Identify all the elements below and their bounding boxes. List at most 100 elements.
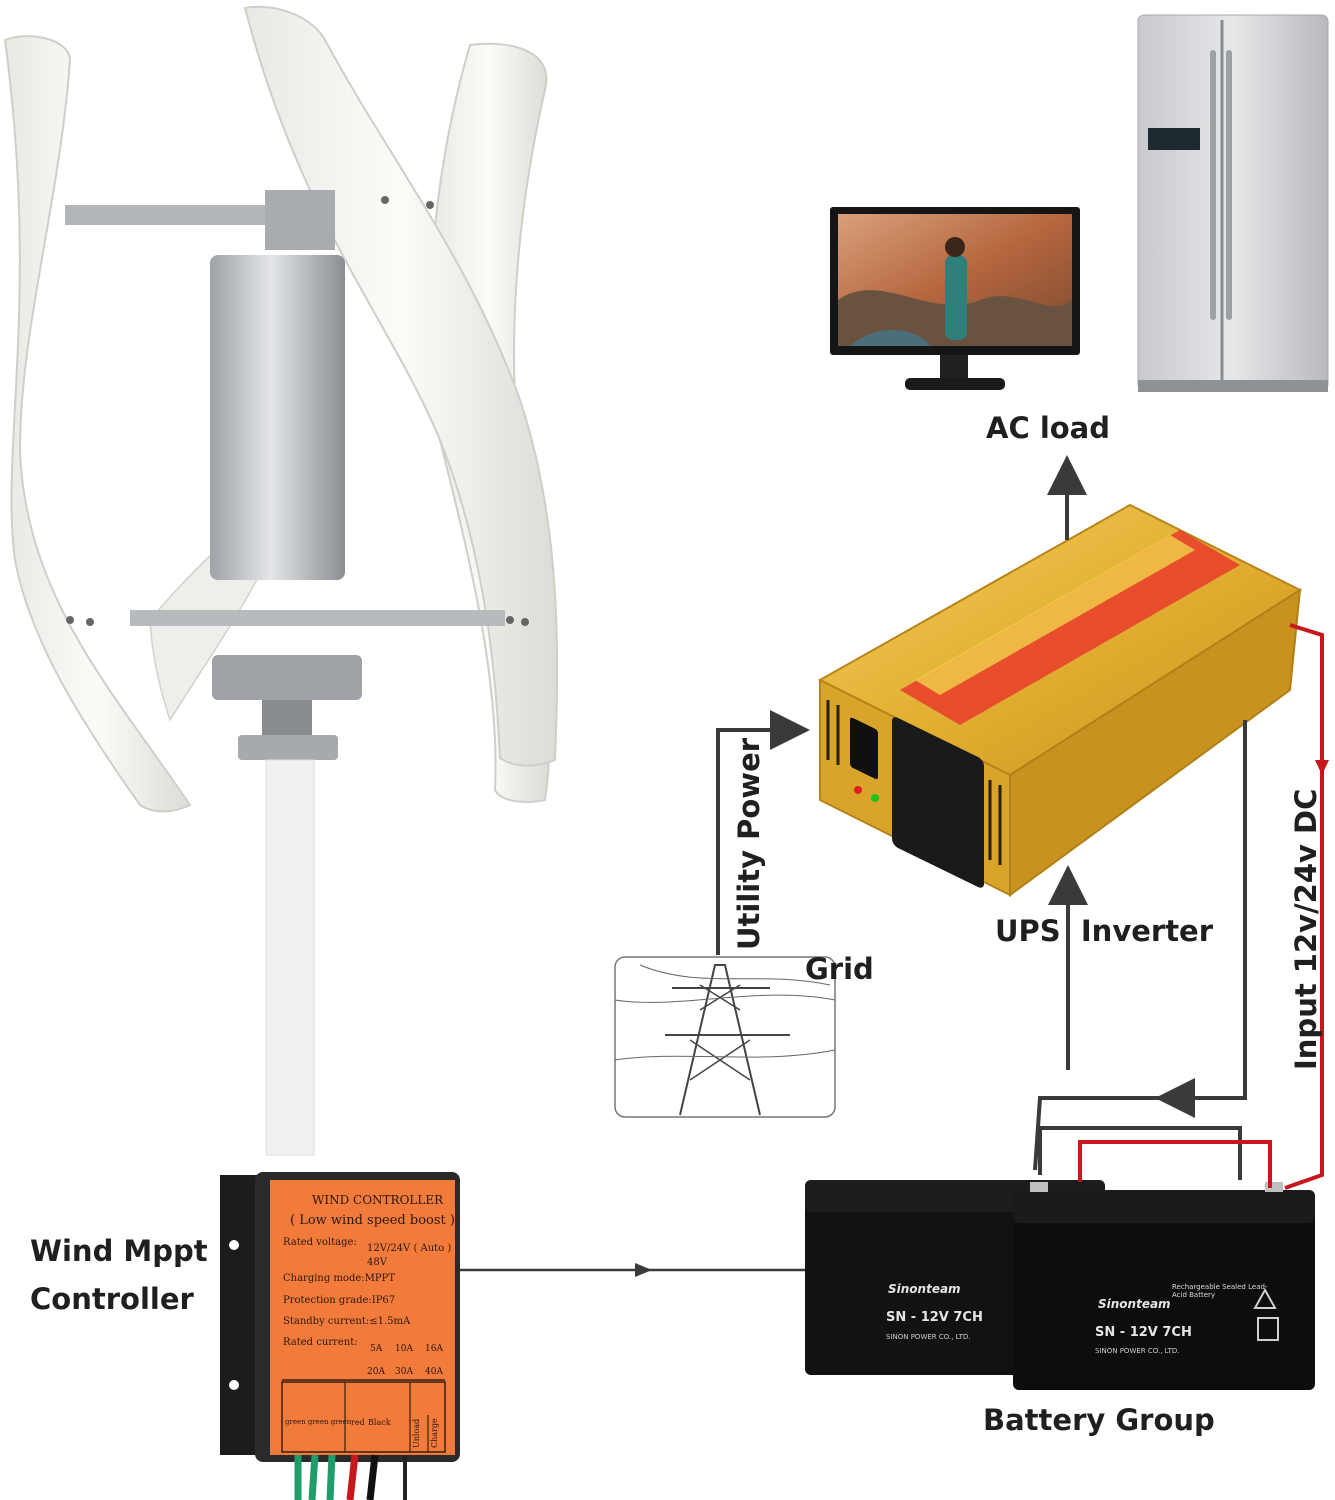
mount-hole-icon xyxy=(229,1380,239,1390)
controller-terminal-unload: Unload xyxy=(412,1418,421,1448)
tv-screen-person-head xyxy=(945,237,965,257)
inverter-vents xyxy=(826,700,1002,865)
battery-back-maker: SINON POWER CO., LTD. xyxy=(886,1333,971,1341)
controller-terminal-charge: Charge xyxy=(430,1418,439,1448)
controller-standby-current: Standby current:≤1.5mA xyxy=(283,1316,411,1327)
battery-series-dark-wire xyxy=(1038,1126,1242,1180)
tv-stand-base xyxy=(905,378,1005,390)
bolt-icon xyxy=(426,201,434,209)
controller-current-20a: 20A xyxy=(367,1367,385,1377)
ups-inverter-label: UPS Inverter xyxy=(995,914,1214,948)
inverter-to-battery-wire xyxy=(1033,720,1247,1171)
turbine-lower-flange xyxy=(238,735,338,760)
controller-terminal-box xyxy=(281,1381,446,1453)
pylon-tower xyxy=(679,964,761,1116)
controller-terminal-green: green green green xyxy=(285,1418,352,1426)
pylon-cross-braces xyxy=(689,984,751,1081)
controller-rated-voltage: Rated voltage: xyxy=(283,1237,357,1248)
controller-current-40a: 40A xyxy=(425,1367,443,1377)
controller-to-battery-arrow xyxy=(635,1263,652,1277)
turbine-flange xyxy=(212,655,362,700)
turbine-top-hub xyxy=(265,190,335,250)
grid-box xyxy=(614,956,836,1118)
tv-stand-neck xyxy=(940,355,968,380)
grid-label: Grid xyxy=(805,952,874,986)
utility-power-label: Utility Power xyxy=(732,737,766,950)
bolt-icon xyxy=(506,616,514,624)
controller-wire-black xyxy=(366,1454,379,1500)
wind-controller-label-line2: Controller xyxy=(30,1282,194,1316)
battery-terminal-neg xyxy=(1030,1182,1048,1192)
controller-subtitle: ( Low wind speed boost ) xyxy=(290,1213,455,1228)
turbine-pole xyxy=(265,759,315,1156)
fridge-display xyxy=(1148,128,1200,150)
dc-input-red-wire xyxy=(1284,623,1324,1190)
battery-front-lid xyxy=(1013,1190,1315,1223)
bolt-icon xyxy=(86,618,94,626)
inverter-side-face xyxy=(1009,588,1302,897)
controller-wire-green-2 xyxy=(308,1454,319,1500)
fridge-base xyxy=(1138,380,1328,392)
recycle-icon xyxy=(1253,1287,1277,1309)
controller-voltage-option-2: 48V xyxy=(367,1257,387,1268)
inverter-ac-socket xyxy=(892,717,984,888)
inverter-top-label xyxy=(900,530,1240,725)
bolt-icon xyxy=(521,618,529,626)
controller-protection-grade: Protection grade:IP67 xyxy=(283,1295,396,1306)
utility-power-wire xyxy=(716,710,810,955)
controller-title: WIND CONTROLLER xyxy=(312,1193,444,1207)
dc-input-red-arrow xyxy=(1315,760,1329,775)
power-lines xyxy=(614,964,836,1061)
ups-inverter-device xyxy=(817,503,1303,897)
battery-back-brand: Sinonteam xyxy=(888,1282,961,1296)
bolt-icon xyxy=(381,196,389,204)
controller-terminal-red: red xyxy=(351,1418,365,1427)
controller-current-16a: 16A xyxy=(425,1344,443,1354)
inverter-power-switch xyxy=(850,717,878,780)
turbine-blade-left xyxy=(3,35,192,813)
inverter-top-label-band xyxy=(915,535,1195,695)
battery-front-maker: SINON POWER CO., LTD. xyxy=(1095,1347,1180,1355)
grid-pylon xyxy=(614,956,836,1118)
battery-front-model: SN - 12V 7CH xyxy=(1095,1325,1192,1340)
battery-group-label: Battery Group xyxy=(983,1403,1215,1437)
ac-load-label: AC load xyxy=(986,411,1111,445)
controller-panel xyxy=(270,1180,455,1455)
wind-controller-label-line1: Wind Mppt xyxy=(30,1234,208,1268)
battery-front-type: Rechargeable Sealed Lead-Acid Battery xyxy=(1172,1283,1268,1299)
battery-series-red-wire xyxy=(1078,1140,1272,1188)
battery-front xyxy=(1013,1182,1315,1390)
battery-terminal-pos xyxy=(1265,1182,1283,1192)
wind-controller-device xyxy=(220,1172,460,1500)
battery-front-brand: Sinonteam xyxy=(1098,1297,1171,1311)
controller-current-5a: 5A xyxy=(370,1344,383,1354)
battery-back-model: SN - 12V 7CH xyxy=(886,1310,983,1325)
controller-charging-mode: Charging mode:MPPT xyxy=(283,1273,396,1284)
controller-terminal-black: Black xyxy=(368,1418,391,1427)
fridge-body xyxy=(1137,14,1329,391)
battery-front-body xyxy=(1013,1190,1315,1390)
tv-screen-person xyxy=(945,255,967,340)
controller-bracket xyxy=(220,1175,260,1455)
tv-screen-river xyxy=(850,330,930,346)
fridge-handle-left xyxy=(1210,50,1216,320)
turbine-bottom-arm xyxy=(130,610,505,626)
controller-rated-current: Rated current: xyxy=(283,1337,358,1348)
inverter-led-green xyxy=(871,794,879,802)
controller-current-30a: 30A xyxy=(395,1367,413,1377)
input-dc-label: Input 12v/24v DC xyxy=(1289,788,1323,1070)
fridge-handle-right xyxy=(1226,50,1232,320)
controller-current-10a: 10A xyxy=(395,1344,413,1354)
controller-voltage-option-1: 12V/24V ( Auto ) xyxy=(367,1243,452,1254)
controller-wire-red xyxy=(346,1454,359,1500)
turbine-generator xyxy=(210,255,345,580)
bin-icon xyxy=(1257,1317,1279,1341)
bolt-icon xyxy=(66,616,74,624)
wind-turbine xyxy=(3,5,559,1156)
turbine-coupling xyxy=(262,700,312,740)
controller-wire-green-3 xyxy=(326,1454,336,1500)
inverter-led-red xyxy=(854,786,862,794)
refrigerator xyxy=(1137,14,1329,392)
tv-monitor xyxy=(830,207,1080,390)
mount-hole-icon xyxy=(229,1240,239,1250)
